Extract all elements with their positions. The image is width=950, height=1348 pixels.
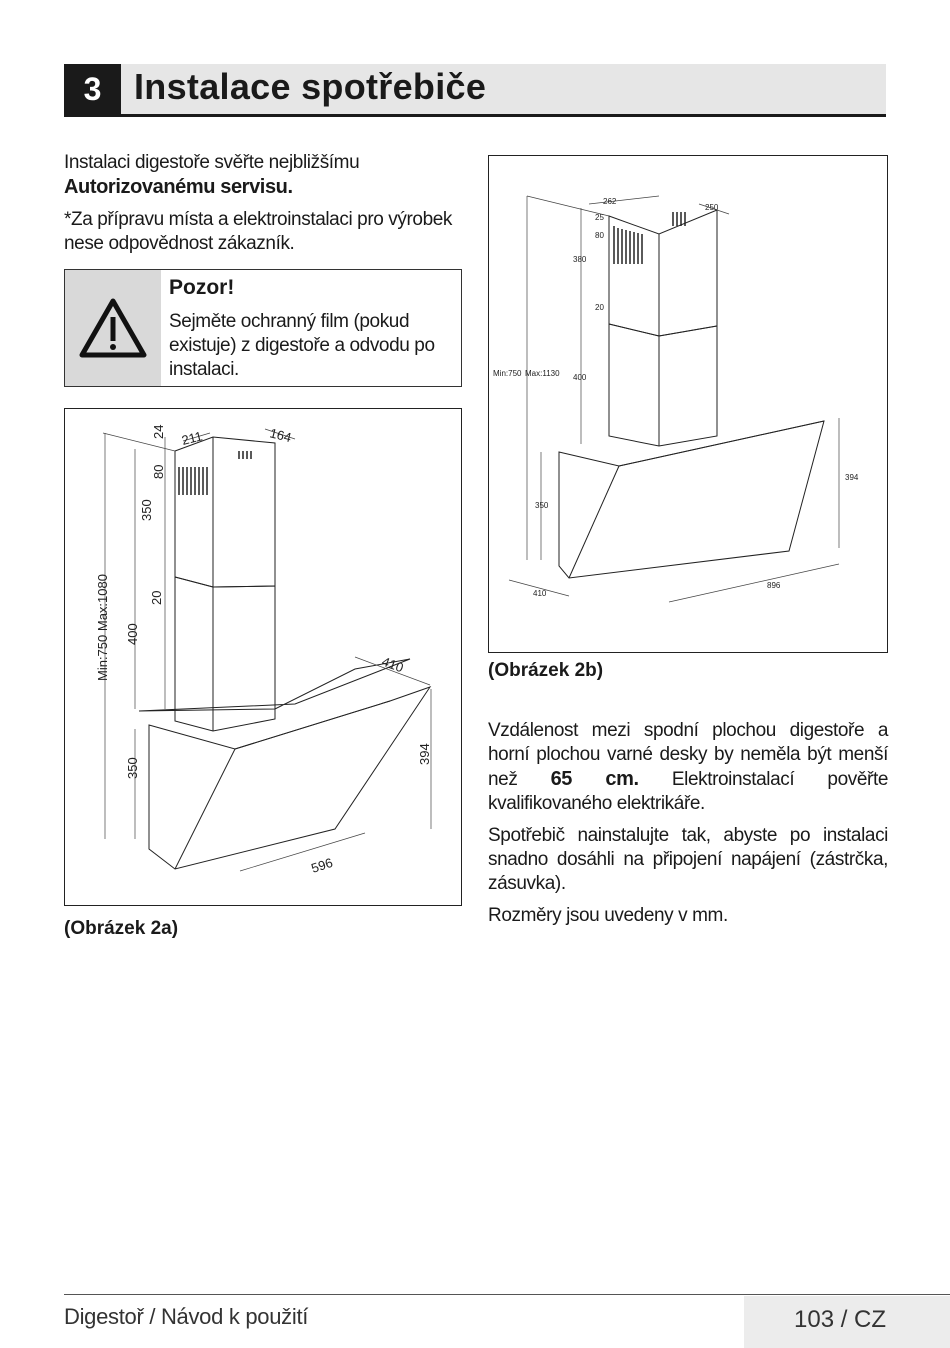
- dim-410: 410: [380, 654, 406, 676]
- dim-262: 262: [603, 197, 617, 206]
- dim-896: 896: [767, 581, 781, 590]
- dim-20: 20: [149, 591, 164, 605]
- section-header-band: [64, 64, 886, 117]
- dim-25: 25: [595, 213, 604, 222]
- body-paragraph-2: Spotřebič nainstalujte tak, abyste po in…: [488, 825, 888, 894]
- intro-line1-bold: Autorizovanému servisu.: [64, 176, 293, 198]
- dim-400: 400: [125, 623, 140, 645]
- intro-line2: *Za přípravu místa a elektroinstalaci pr…: [64, 209, 453, 254]
- dim-minmax: Min:750 Max:1080: [95, 574, 110, 681]
- dim-410: 410: [533, 589, 547, 598]
- warning-title: Pozor!: [169, 276, 235, 299]
- intro-line1: Instalaci digestoře svěřte nejbližšímu A…: [64, 151, 464, 200]
- dim-164: 164: [268, 425, 293, 445]
- dim-350: 350: [535, 501, 549, 510]
- intro-text: Instalaci digestoře svěřte nejbližšímu A…: [64, 151, 464, 256]
- warning-icon-cell: [65, 270, 161, 386]
- warning-box: Pozor! Sejměte ochranný film (pokud exis…: [64, 269, 462, 387]
- dim-400: 400: [573, 373, 587, 382]
- body-p1-start: Vzdálenost mezi spodní plochou digestoře…: [488, 720, 888, 790]
- warning-triangle-icon: [79, 298, 147, 358]
- figure-2b: 262 250 25 80 380 20 Min:750 Max:1130 40…: [488, 155, 888, 653]
- figure-2b-caption: (Obrázek 2b): [488, 660, 604, 681]
- figure-2a: 211 164 24 80 350 20 400 Min:750 Max:108…: [64, 408, 462, 906]
- body-paragraph-3: Rozměry jsou uvedeny v mm.: [488, 905, 728, 926]
- dim-350-top: 350: [139, 499, 154, 521]
- figure-2a-drawing: 211 164 24 80 350 20 400 Min:750 Max:108…: [95, 425, 432, 876]
- dim-211: 211: [180, 428, 204, 448]
- dim-394: 394: [417, 743, 432, 765]
- body-p1-end: Elektroinstalací pověřte kvalifikovaného…: [488, 769, 888, 814]
- dim-24: 24: [151, 425, 166, 439]
- footer-rule: [64, 1294, 950, 1295]
- dim-250: 250: [705, 203, 719, 212]
- figure-2a-caption: (Obrázek 2a): [64, 918, 179, 939]
- dim-596: 596: [309, 855, 334, 876]
- body-p1-bold: 65 cm.: [550, 768, 640, 790]
- dim-380: 380: [573, 255, 587, 264]
- dim-min: Min:750: [493, 369, 522, 378]
- warning-text: Sejměte ochranný film (pokud existuje) z…: [169, 311, 435, 380]
- intro-line1-text: Instalaci digestoře svěřte nejbližšímu: [64, 152, 360, 173]
- section-number: 3: [64, 64, 121, 114]
- section-title: Instalace spotřebiče: [134, 66, 487, 107]
- dim-80: 80: [151, 465, 166, 479]
- dim-350-bottom: 350: [125, 757, 140, 779]
- figure-2b-drawing: 262 250 25 80 380 20 Min:750 Max:1130 40…: [493, 195, 859, 603]
- dim-394: 394: [845, 473, 859, 482]
- footer-page-box: [744, 1296, 950, 1348]
- footer-page-number: 103 / CZ: [794, 1306, 887, 1333]
- body-text: Vzdálenost mezi spodní plochou digestoře…: [488, 719, 888, 928]
- dim-80: 80: [595, 231, 604, 240]
- dim-20: 20: [595, 303, 604, 312]
- dim-max: Max:1130: [525, 369, 560, 378]
- body-paragraph-1: Vzdálenost mezi spodní plochou digestoře…: [488, 719, 888, 816]
- footer-document-title: Digestoř / Návod k použití: [64, 1304, 309, 1329]
